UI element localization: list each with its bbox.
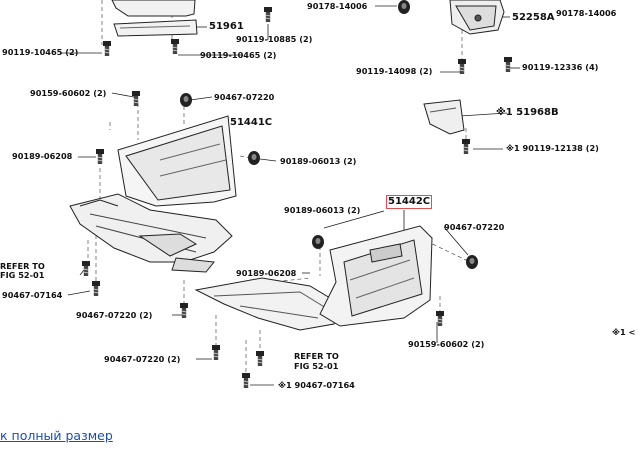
label-90467-07164-bot: ※1 90467-07164 xyxy=(278,380,355,390)
bracket-52258a xyxy=(449,0,505,35)
undercover-51441c xyxy=(69,115,237,273)
label-51968b: ※1 51968B xyxy=(496,107,559,118)
label-90159-60602-top: 90159-60602 (2) xyxy=(30,88,107,98)
label-90467-07164-left: 90467-07164 xyxy=(2,290,63,300)
undercover-51442c xyxy=(319,225,433,327)
label-90159-60602-bot: 90159-60602 (2) xyxy=(408,339,485,349)
label-90189-06013-top: 90189-06013 (2) xyxy=(280,156,357,166)
label-90119-10465-left: 90119-10465 (2) xyxy=(2,47,79,57)
label-90467-07220-top: 90467-07220 xyxy=(214,92,275,102)
bracket-51968b xyxy=(423,99,465,135)
label-51442c: 51442C xyxy=(386,195,433,209)
full-size-link[interactable]: к полный размер xyxy=(0,428,113,443)
label-note-right: ※1 < xyxy=(612,327,636,337)
label-refer-left-1: REFER TO xyxy=(0,261,45,271)
label-90178-14006-right: 90178-14006 xyxy=(556,8,617,18)
label-52258a: 52258A xyxy=(512,12,555,23)
undercover-lower xyxy=(194,277,341,331)
dashed-guides xyxy=(87,0,471,375)
label-refer-left-2: FIG 52-01 xyxy=(0,270,45,280)
label-90178-14006: 90178-14006 xyxy=(307,1,368,11)
top-bracket-left xyxy=(111,0,198,37)
label-90467-07220-bot: 90467-07220 (2) xyxy=(104,354,181,364)
label-90119-10885: 90119-10885 (2) xyxy=(236,34,313,44)
label-90119-12138: ※1 90119-12138 (2) xyxy=(506,143,599,153)
label-90119-12336: 90119-12336 (4) xyxy=(522,62,599,72)
label-refer-bot-1: REFER TO xyxy=(294,351,339,361)
label-90119-10465-mid: 90119-10465 (2) xyxy=(200,50,277,60)
label-51441c: 51441C xyxy=(230,117,273,128)
label-90189-06013-mid: 90189-06013 (2) xyxy=(284,205,361,215)
label-90119-14098: 90119-14098 (2) xyxy=(356,66,433,76)
label-refer-bot-2: FIG 52-01 xyxy=(294,361,339,371)
label-90189-06208-mid: 90189-06208 xyxy=(236,268,297,278)
label-90467-07220-right: 90467-07220 xyxy=(444,222,505,232)
label-90467-07220-mid: 90467-07220 (2) xyxy=(76,310,153,320)
label-90189-06208-left: 90189-06208 xyxy=(12,151,73,161)
label-51961: 51961 xyxy=(209,21,244,32)
